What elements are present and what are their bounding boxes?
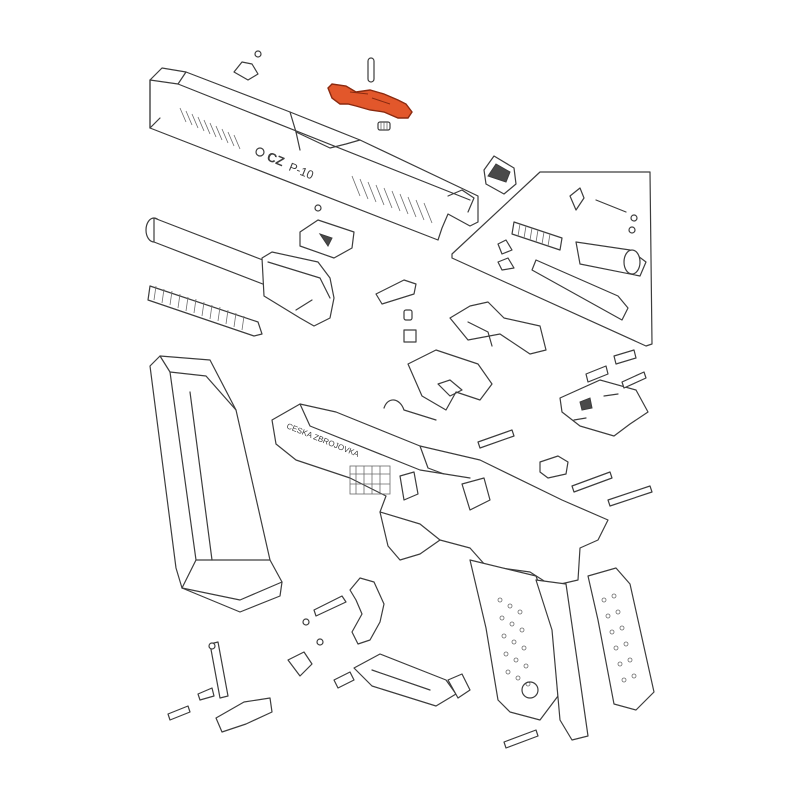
mag-release-button[interactable] xyxy=(215,697,273,733)
ejector-block[interactable] xyxy=(539,455,569,479)
trigger-guard-part[interactable] xyxy=(353,653,457,707)
detent-pin[interactable] xyxy=(403,309,413,321)
frame[interactable]: CESKA ZBROJOVKA xyxy=(271,403,609,587)
trigger-pins[interactable] xyxy=(477,429,653,749)
recoil-spring[interactable] xyxy=(147,285,263,337)
firing-pin[interactable] xyxy=(531,259,629,321)
striker-small-parts[interactable] xyxy=(497,187,638,271)
trigger-bar[interactable] xyxy=(449,301,547,355)
striker-spring[interactable] xyxy=(511,221,563,251)
slide-stop-pin[interactable] xyxy=(208,641,229,699)
small-springs-right[interactable] xyxy=(585,349,647,389)
extractor-spring[interactable] xyxy=(377,121,391,131)
mag-catch[interactable] xyxy=(287,651,471,699)
slide-stop-lever[interactable] xyxy=(375,279,417,305)
striker-sleeve[interactable] xyxy=(575,241,647,277)
trigger-pin-long[interactable] xyxy=(302,595,347,646)
extractor-highlighted[interactable] xyxy=(327,83,413,119)
magazine[interactable] xyxy=(149,355,283,613)
rear-sight[interactable] xyxy=(299,204,355,259)
striker-assembly-inset xyxy=(451,171,653,347)
locking-block[interactable] xyxy=(559,379,649,437)
grip-frame-lower[interactable] xyxy=(469,559,559,721)
backstrap-insert[interactable] xyxy=(587,567,655,711)
small-block-part[interactable] xyxy=(403,329,417,343)
grip-side-panel[interactable] xyxy=(535,579,589,741)
trigger[interactable] xyxy=(349,577,385,645)
extractor-part[interactable] xyxy=(327,83,413,119)
slide-brand-marking: CZ xyxy=(265,149,287,169)
extractor-pin[interactable] xyxy=(367,57,375,83)
slide[interactable]: CZ P-10 xyxy=(149,67,479,241)
small-spring-left[interactable] xyxy=(167,687,215,721)
barrel[interactable] xyxy=(145,217,335,327)
trigger-housing[interactable] xyxy=(407,349,493,411)
trigger-spring-wire[interactable] xyxy=(383,399,437,421)
slide-cover-plate[interactable] xyxy=(483,155,517,195)
front-sight[interactable] xyxy=(233,50,262,81)
